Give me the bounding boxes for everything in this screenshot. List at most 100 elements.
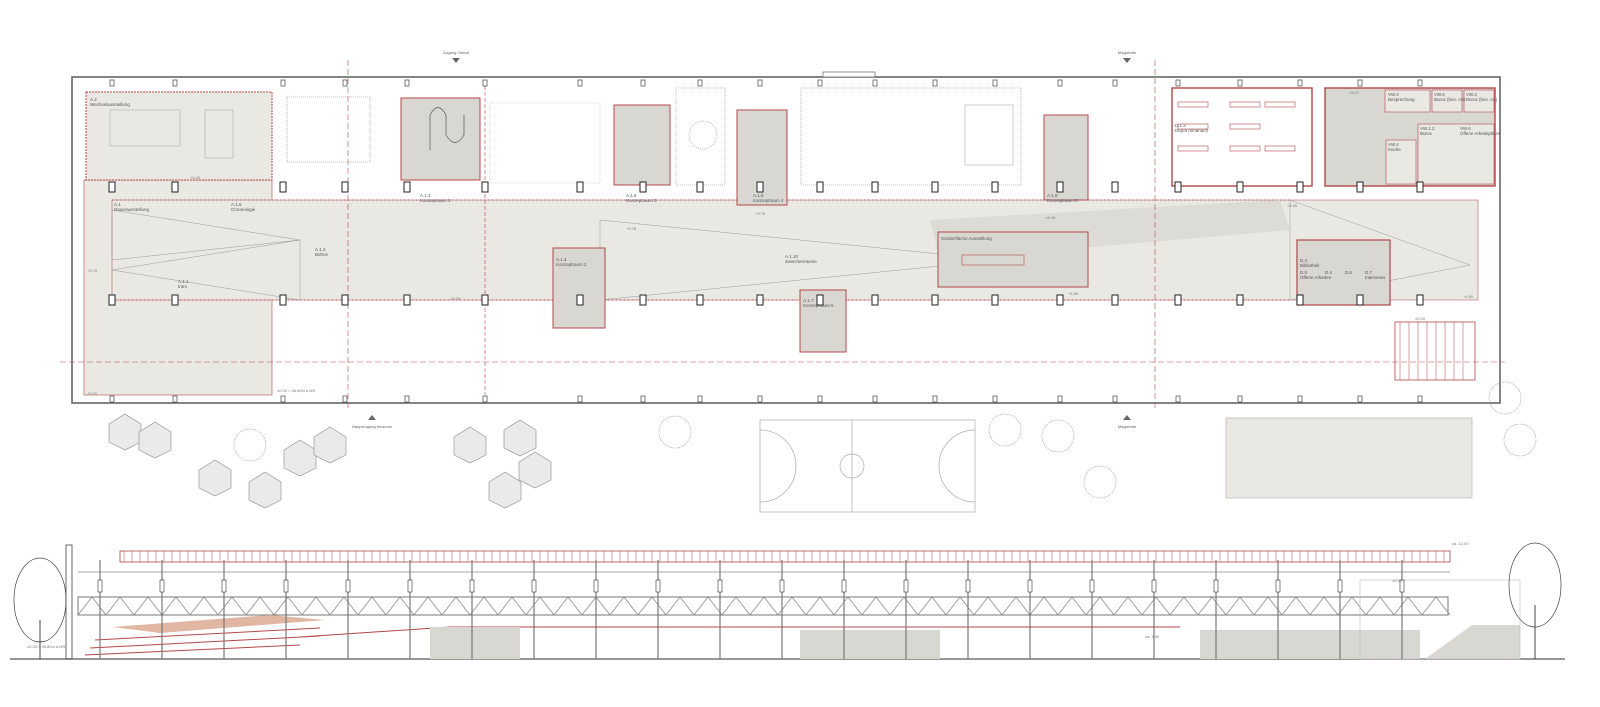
column (696, 294, 704, 306)
column (280, 79, 286, 87)
column (1236, 294, 1244, 306)
room-name: Küche (1388, 147, 1401, 152)
room-sonderflaeche (937, 231, 1089, 288)
column (108, 294, 116, 306)
column-joint (1337, 579, 1343, 593)
column (871, 181, 879, 193)
entrance-label: Magistrale (1118, 50, 1137, 55)
room-name: Bühne (315, 252, 329, 257)
column-joint (1089, 579, 1095, 593)
round-table (688, 120, 718, 150)
room-vw5 (1431, 89, 1463, 113)
section-columns (97, 560, 1405, 659)
column-joint (1275, 579, 1281, 593)
room-code: VW.2 (1388, 92, 1399, 97)
tree (1488, 381, 1522, 415)
column (1357, 395, 1363, 403)
section-room (1200, 630, 1420, 659)
column (171, 181, 179, 193)
column (1297, 79, 1303, 87)
column (1416, 294, 1424, 306)
column (482, 395, 488, 403)
elevation: +3.78 (450, 296, 461, 301)
column (639, 294, 647, 306)
elevation: ±0.00 (1415, 316, 1426, 321)
sports-court (759, 419, 976, 513)
room-konzeptraum-3 (613, 104, 671, 186)
grandstand (1425, 625, 1520, 659)
elevation-marks: +0.40 +3.70 +3.70 +3.78 +3.76 +3.78 +4.4… (87, 90, 1474, 396)
column (403, 181, 411, 193)
column-joint (655, 579, 661, 593)
triangle-down-icon (1123, 58, 1131, 63)
column (697, 79, 703, 87)
facade-lattice (65, 544, 73, 660)
column-joint (531, 579, 537, 593)
room-konzeptraum-6 (1043, 114, 1089, 201)
column-joint (97, 579, 103, 593)
room-name: Depot Almanach (1175, 128, 1209, 133)
elevation: +4.86 (1068, 291, 1079, 296)
column (932, 395, 938, 403)
umbrella (138, 421, 172, 459)
exhibit-a2-1 (109, 109, 181, 147)
room-name: Bibliothek (1300, 263, 1320, 268)
column (482, 79, 488, 87)
column (481, 294, 489, 306)
room-depot (1171, 87, 1313, 187)
court-center-circle (839, 453, 865, 479)
column (1111, 294, 1119, 306)
column (1296, 294, 1304, 306)
column (280, 395, 286, 403)
column (640, 395, 646, 403)
column (1356, 294, 1364, 306)
column (1112, 79, 1118, 87)
column (577, 395, 583, 403)
elevation: ±0.00 = 46,80m ü.NN (277, 388, 315, 393)
stair-lines (1399, 322, 1464, 380)
room-code: A.1.8 (1047, 193, 1058, 198)
column-joint (345, 579, 351, 593)
column (816, 181, 824, 193)
diagonal-ramp (111, 209, 301, 261)
room-code: A.1 (114, 202, 121, 207)
shelf (1264, 101, 1296, 108)
room-code: D.1.2 (1175, 123, 1186, 128)
column (1174, 181, 1182, 193)
column (1417, 395, 1423, 403)
shelf (1264, 145, 1296, 152)
room-vw12 (1417, 123, 1495, 185)
column-joint (221, 579, 227, 593)
room-name: Besprechung (1388, 97, 1415, 102)
room-code: A.1.10 (785, 254, 799, 259)
roof-hatch (822, 71, 876, 78)
stage (964, 104, 1014, 166)
room-konzeptraum-2 (552, 247, 606, 329)
column (991, 181, 999, 193)
room-code: D.6 (1345, 270, 1353, 275)
column (108, 181, 116, 193)
column (404, 395, 410, 403)
umbrella (453, 426, 487, 464)
room-name: Konzeptraum 4 (753, 198, 784, 203)
umbrella (198, 459, 232, 497)
room-code: A.1.1 (178, 279, 189, 284)
elevation: +0.40 (190, 175, 201, 180)
elevation: +3.70 (87, 391, 98, 396)
column (1056, 181, 1064, 193)
shelf (1177, 101, 1209, 108)
column (1175, 395, 1181, 403)
shelf (1229, 101, 1261, 108)
room-code: A.2 (90, 97, 97, 102)
room-vw2 (1384, 89, 1431, 113)
column (872, 395, 878, 403)
column (1236, 181, 1244, 193)
column (696, 181, 704, 193)
column-joint (841, 579, 847, 593)
column (872, 79, 878, 87)
column (1237, 79, 1243, 87)
room-code: A.1.3 (420, 193, 431, 198)
column (817, 395, 823, 403)
umbrella (313, 426, 347, 464)
column (1057, 395, 1063, 403)
